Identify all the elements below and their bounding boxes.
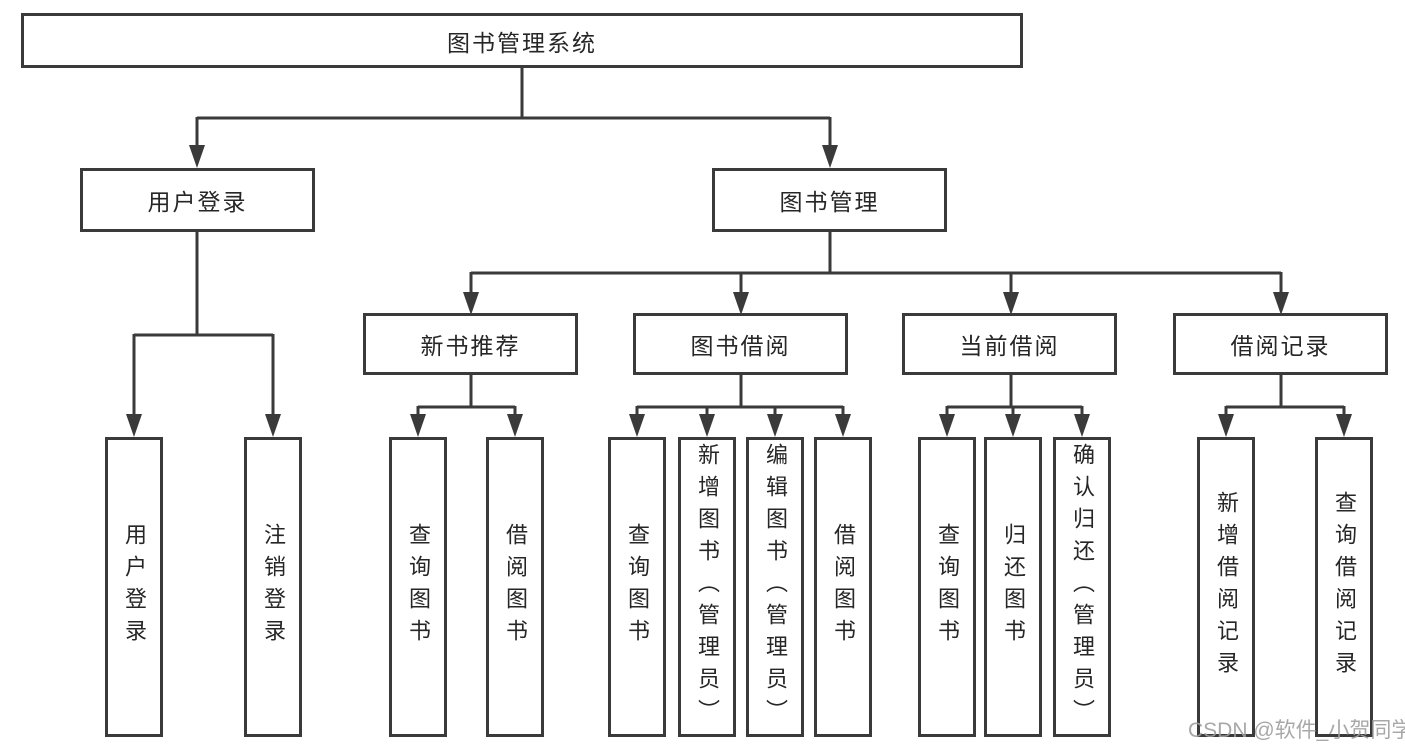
leaf-label: 查询图书 xyxy=(625,523,650,651)
node-current-borrowing: 当前借阅 xyxy=(902,313,1117,375)
leaf-user-login: 用户登录 xyxy=(105,437,163,737)
leaf-label: 编辑图书（管理员） xyxy=(763,443,788,731)
node-label: 图书管理 xyxy=(779,189,880,215)
leaf-add-borrow-record: 新增借阅记录 xyxy=(1197,437,1255,737)
node-book-management: 图书管理 xyxy=(712,168,947,232)
leaf-query-books-recommend: 查询图书 xyxy=(389,437,447,737)
leaf-logout: 注销登录 xyxy=(244,437,302,737)
node-label: 新书推荐 xyxy=(420,333,521,359)
leaf-label: 注销登录 xyxy=(261,523,286,651)
leaf-confirm-return-admin: 确认归还（管理员） xyxy=(1053,437,1111,737)
node-user-login: 用户登录 xyxy=(80,168,315,232)
node-label: 图书管理系统 xyxy=(447,29,597,56)
leaf-borrow-books: 借阅图书 xyxy=(814,437,872,737)
leaf-label: 确认归还（管理员） xyxy=(1070,443,1095,731)
leaf-label: 用户登录 xyxy=(122,523,147,651)
leaf-return-books: 归还图书 xyxy=(984,437,1042,737)
leaf-label: 归还图书 xyxy=(1001,523,1026,651)
node-label: 用户登录 xyxy=(147,189,248,215)
leaf-query-borrow-record: 查询借阅记录 xyxy=(1315,437,1373,737)
leaf-label: 新增图书（管理员） xyxy=(695,443,720,731)
node-book-borrowing: 图书借阅 xyxy=(633,313,848,375)
node-label: 借阅记录 xyxy=(1230,333,1331,359)
leaf-label: 借阅图书 xyxy=(503,523,528,651)
node-borrowing-records: 借阅记录 xyxy=(1173,313,1388,375)
csdn-watermark: CSDN @软件_小贺同学 xyxy=(1188,719,1405,742)
leaf-label: 查询图书 xyxy=(935,523,960,651)
node-library-management-system: 图书管理系统 xyxy=(21,13,1023,68)
leaf-edit-books-admin: 编辑图书（管理员） xyxy=(746,437,804,737)
leaf-label: 查询图书 xyxy=(406,523,431,651)
leaf-label: 借阅图书 xyxy=(831,523,856,651)
node-label: 当前借阅 xyxy=(959,333,1060,359)
leaf-label: 查询借阅记录 xyxy=(1332,491,1357,683)
leaf-query-books-current: 查询图书 xyxy=(918,437,976,737)
leaf-label: 新增借阅记录 xyxy=(1214,491,1239,683)
leaf-borrow-books-recommend: 借阅图书 xyxy=(486,437,544,737)
node-label: 图书借阅 xyxy=(690,333,791,359)
leaf-add-books-admin: 新增图书（管理员） xyxy=(678,437,736,737)
node-new-book-recommendation: 新书推荐 xyxy=(363,313,578,375)
leaf-query-books-borrow: 查询图书 xyxy=(608,437,666,737)
